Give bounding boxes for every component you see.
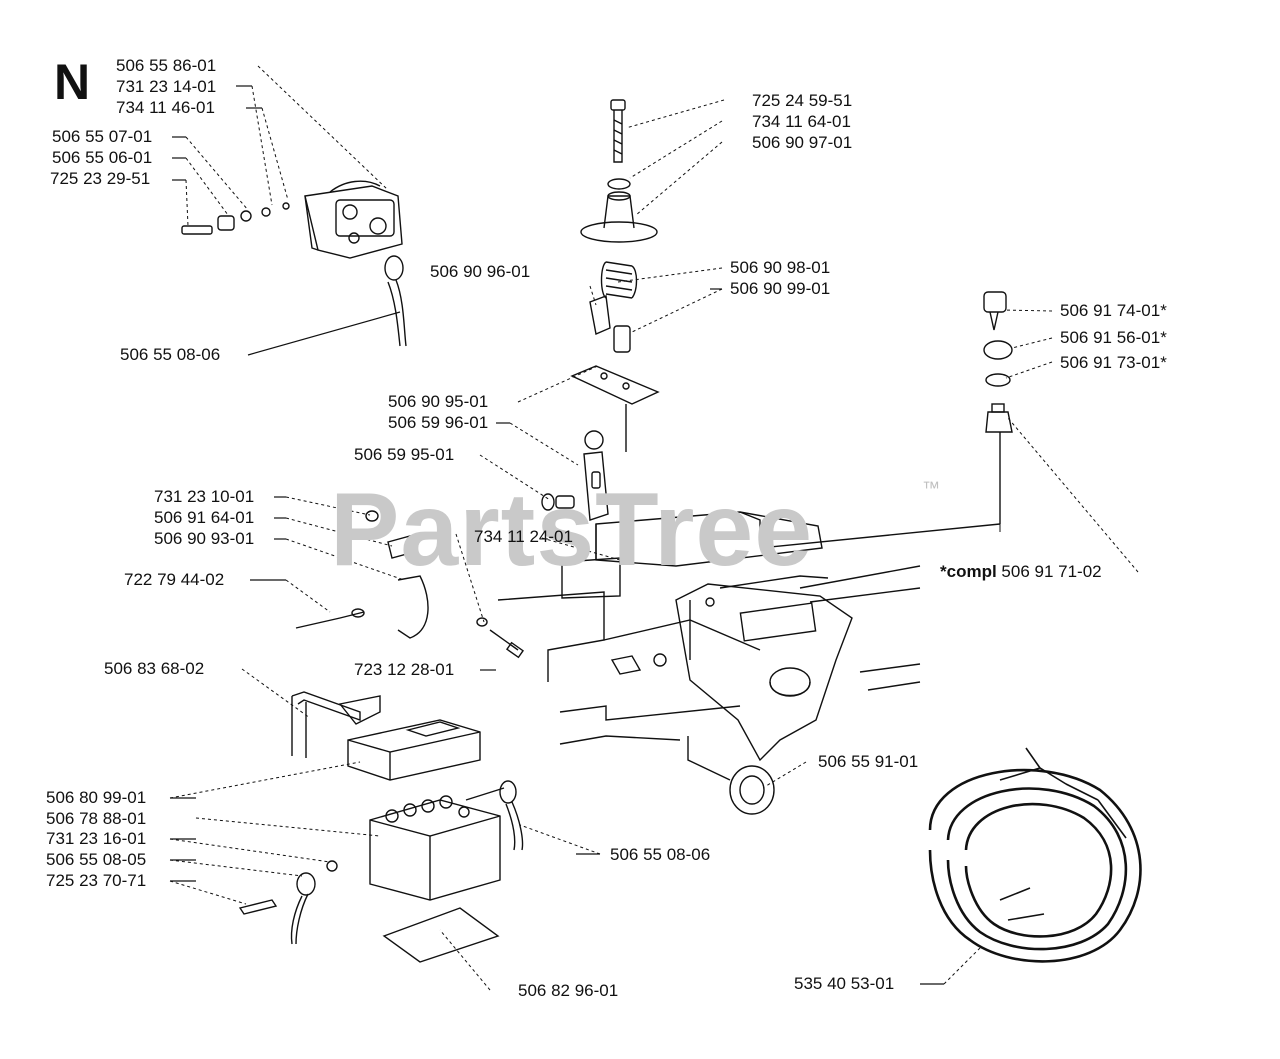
ignition-switch-drawing — [759, 291, 1013, 549]
part-label[interactable]: 506 91 73-01* — [1060, 353, 1167, 372]
part-label[interactable]: 506 80 99-01 — [46, 788, 147, 807]
part-label[interactable]: 725 23 70-71 — [46, 871, 147, 890]
part-label[interactable]: 506 82 96-01 — [518, 981, 619, 1000]
part-label[interactable]: 734 11 64-01 — [752, 112, 851, 131]
part-label[interactable]: 725 23 29-51 — [50, 169, 151, 188]
part-label[interactable]: 731 23 10-01 — [154, 487, 255, 506]
part-label[interactable]: 506 91 74-01* — [1060, 301, 1167, 320]
compl-number: 506 91 71-02 — [1001, 562, 1102, 581]
compl-label: *compl 506 91 71-02 — [940, 563, 1102, 581]
part-label[interactable]: 506 59 96-01 — [388, 413, 489, 432]
part-label[interactable]: 734 11 46-01 — [116, 98, 215, 117]
part-label[interactable]: 506 91 56-01* — [1060, 328, 1167, 347]
compl-prefix: *compl — [940, 562, 997, 581]
chassis-drawing — [497, 511, 921, 815]
wiring-harness-drawing — [928, 747, 1142, 963]
part-label[interactable]: 506 59 95-01 — [354, 445, 455, 464]
lever-and-hardware-drawing — [295, 430, 609, 659]
starter-solenoid-drawing — [181, 180, 407, 347]
part-label[interactable]: 506 55 07-01 — [52, 127, 153, 146]
part-label[interactable]: 506 90 96-01 — [430, 262, 531, 281]
watermark: PartsTree — [330, 472, 814, 588]
part-label[interactable]: 731 23 14-01 — [116, 77, 217, 96]
seat-switch-stack-drawing — [570, 99, 660, 452]
part-label[interactable]: 506 90 95-01 — [388, 392, 489, 411]
leader-lines — [169, 65, 1139, 991]
part-label[interactable]: 506 55 08-05 — [46, 850, 147, 869]
section-letter: N — [54, 54, 91, 110]
part-label[interactable]: 506 55 91-01 — [818, 752, 919, 771]
part-label[interactable]: 506 91 64-01 — [154, 508, 255, 527]
part-label[interactable]: 506 55 06-01 — [52, 148, 153, 167]
part-label[interactable]: 722 79 44-02 — [124, 570, 225, 589]
leader-ticks — [170, 85, 944, 985]
part-label[interactable]: 506 78 88-01 — [46, 809, 147, 828]
part-label[interactable]: 506 90 98-01 — [730, 258, 831, 277]
part-label[interactable]: 506 90 93-01 — [154, 529, 255, 548]
battery-drawing — [238, 691, 524, 963]
watermark-trademark: ™ — [922, 478, 940, 498]
part-label[interactable]: 506 55 86-01 — [116, 56, 217, 75]
part-label[interactable]: 506 90 99-01 — [730, 279, 831, 298]
part-label[interactable]: 506 55 08-06 — [610, 845, 711, 864]
part-label[interactable]: 535 40 53-01 — [794, 974, 895, 993]
part-label[interactable]: 723 12 28-01 — [354, 660, 455, 679]
part-label[interactable]: 731 23 16-01 — [46, 829, 147, 848]
part-label[interactable]: 725 24 59-51 — [752, 91, 853, 110]
part-label[interactable]: 506 83 68-02 — [104, 659, 205, 678]
part-label[interactable]: 734 11 24-01 — [474, 527, 573, 546]
part-label[interactable]: 506 55 08-06 — [120, 345, 221, 364]
part-label[interactable]: 506 90 97-01 — [752, 133, 853, 152]
